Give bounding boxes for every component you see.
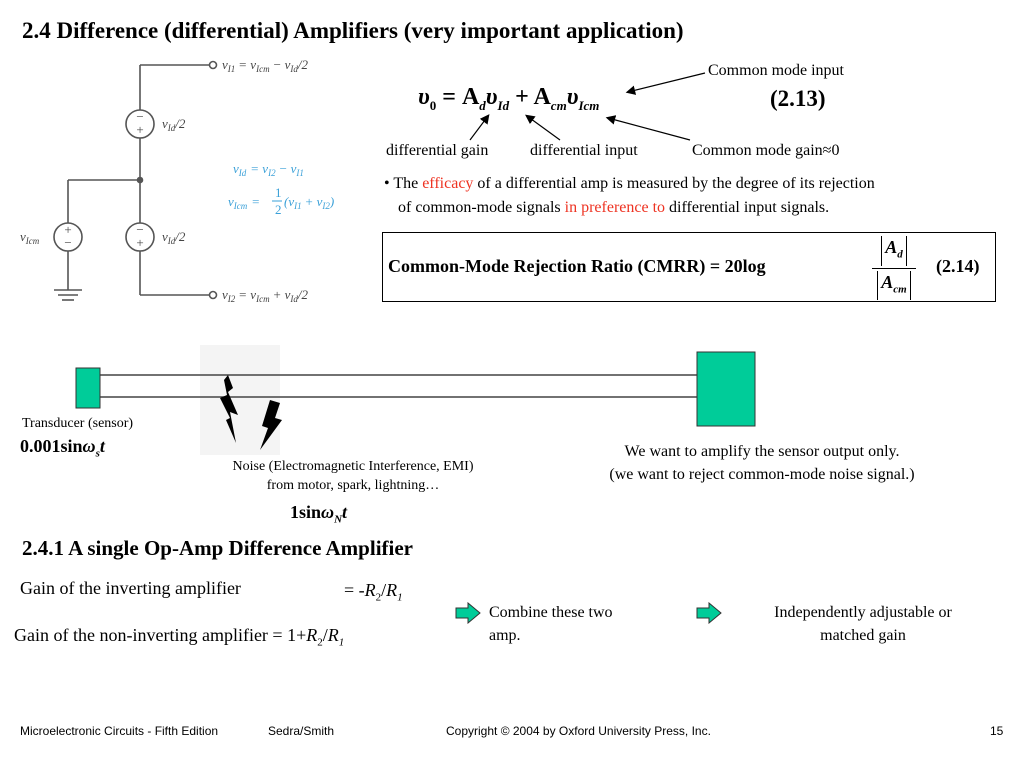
equation-number-2-14: (2.14) — [936, 256, 980, 276]
combine-arrow-icon — [455, 602, 481, 624]
cmrr-numerator: Ad — [881, 236, 907, 266]
source-bottom-label: vId/2 — [162, 229, 186, 246]
transducer-label: Transducer (sensor) — [22, 416, 134, 431]
footer-authors: Sedra/Smith — [268, 724, 335, 738]
footer-book: Microelectronic Circuits - Fifth Edition — [20, 724, 219, 738]
sensor-signal: 0.001sinωst — [20, 436, 105, 460]
amplifier-box — [696, 351, 756, 427]
differential-input-label: differential input — [530, 142, 638, 159]
source-bottom-minus: − — [136, 222, 143, 237]
cmrr-fraction: Ad Acm — [872, 236, 916, 301]
vicm-equation: vIcm= — [228, 194, 260, 211]
equation-number-2-13: (2.13) — [770, 86, 826, 111]
independent-text: Independently adjustable or matched gain — [774, 604, 952, 644]
noninverting-gain-label: Gain of the non-inverting amplifier = 1+… — [14, 625, 345, 649]
differential-input-circuit-diagram: − + − + + − vI1= vIcm− vId/2 vId/2 vId/2… — [20, 57, 334, 304]
source-cm-label: vIcm — [20, 229, 40, 246]
transducer-box — [75, 367, 101, 409]
v-i1-label: vI1= vIcm− vId/2 — [222, 57, 308, 74]
source-top-plus: + — [136, 122, 143, 137]
cmrr-box — [382, 232, 996, 302]
lightning-bolt-1-icon — [220, 375, 238, 443]
cmrr-equation-text: Common-Mode Rejection Ratio (CMRR) = 20l… — [388, 256, 766, 276]
source-top-label: vId/2 — [162, 116, 186, 133]
cmrr-denominator: Acm — [877, 270, 911, 301]
footer-page-number: 15 — [990, 724, 1004, 738]
lightning-bolt-2-icon — [260, 400, 282, 450]
footer-copyright: Copyright © 2004 by Oxford University Pr… — [446, 724, 711, 738]
section-heading: 2.4.1 A single Op-Amp Difference Amplifi… — [22, 536, 413, 560]
differential-gain-label: differential gain — [386, 142, 489, 159]
page-title: 2.4 Difference (differential) Amplifiers… — [22, 18, 684, 43]
source-cm-plus: + — [64, 222, 71, 237]
vicm-sum: (vI1+ vI2) — [284, 194, 334, 211]
common-mode-gain-label: Common mode gain≈0 — [692, 142, 840, 159]
vicm-frac-den: 2 — [275, 202, 282, 217]
efficacy-line-2: of common-mode signals in preference to … — [398, 199, 830, 216]
inverting-gain-label: Gain of the inverting amplifier — [20, 578, 241, 598]
vid-equation: vId= vI2− vI1 — [233, 161, 304, 178]
inverting-gain-value: = -R2/R1 — [344, 580, 403, 604]
source-top-minus: − — [136, 109, 143, 124]
efficacy-line-1: • The efficacy of a differential amp is … — [384, 175, 875, 192]
source-bottom-plus: + — [136, 235, 143, 250]
noise-signal: 1sinωNt — [290, 502, 348, 526]
vicm-frac-num: 1 — [275, 185, 282, 200]
common-mode-input-label: Common mode input — [708, 62, 844, 79]
equation-annotation-arrows — [469, 72, 706, 141]
sensor-cable-illustration — [75, 345, 756, 455]
noise-label: Noise (Electromagnetic Interference, EMI… — [232, 459, 474, 493]
source-cm-minus: − — [64, 235, 71, 250]
v-i2-label: vI2= vIcm+ vId/2 — [222, 287, 308, 304]
want-amplify-text: We want to amplify the sensor output onl… — [609, 443, 915, 483]
independent-arrow-icon — [696, 602, 722, 624]
main-equation: υ0 = AdυId + AcmυIcm — [418, 84, 600, 113]
combine-text: Combine these two amp. — [489, 604, 613, 644]
